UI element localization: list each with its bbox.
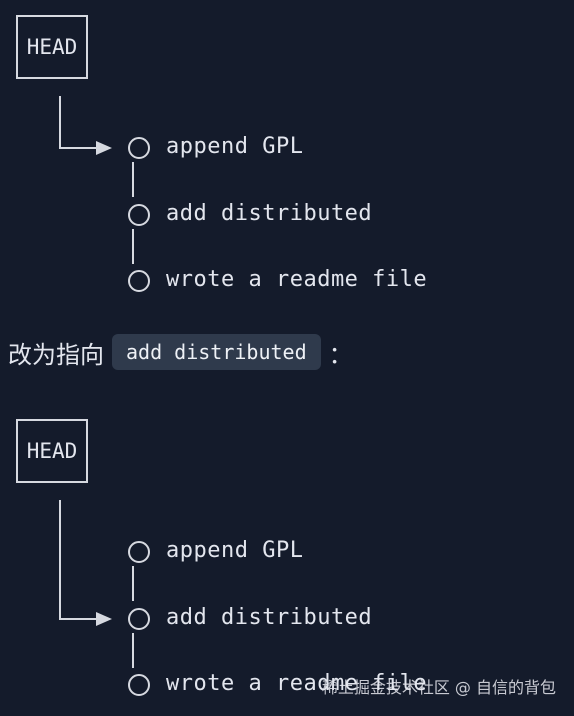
commit-node — [128, 674, 150, 696]
description-prefix: 改为指向 — [8, 340, 104, 369]
commit-node — [128, 541, 150, 563]
head-label-box: HEAD — [16, 15, 88, 79]
git-diagram-before: HEAD append GPL add distributed wrote a … — [0, 0, 574, 300]
commit-label: wrote a readme file — [166, 267, 428, 292]
head-pointer-line — [59, 500, 98, 620]
description-suffix: ： — [328, 340, 353, 369]
commit-label: wrote a readme file — [166, 671, 428, 696]
commit-node — [128, 608, 150, 630]
git-diagram-after: HEAD append GPL add distributed wrote a … — [0, 404, 574, 704]
head-pointer-line — [59, 96, 98, 149]
commit-node — [128, 137, 150, 159]
commit-label: add distributed — [166, 605, 373, 630]
head-pointer-arrowhead — [96, 612, 112, 626]
watermark: 稀土掘金技术社区 @ 自信的背包 — [321, 678, 556, 697]
commit-label: add distributed — [166, 201, 373, 226]
commit-label: append GPL — [166, 538, 304, 563]
commit-node — [128, 204, 150, 226]
head-label-box: HEAD — [16, 419, 88, 483]
head-pointer-arrowhead — [96, 141, 112, 155]
commit-label: append GPL — [166, 134, 304, 159]
commit-node — [128, 270, 150, 292]
diagram-lines — [59, 500, 150, 696]
diagram-lines — [59, 96, 150, 292]
inline-code: add distributed — [112, 334, 321, 370]
description-line: 改为指向 add distributed ： — [8, 330, 353, 374]
